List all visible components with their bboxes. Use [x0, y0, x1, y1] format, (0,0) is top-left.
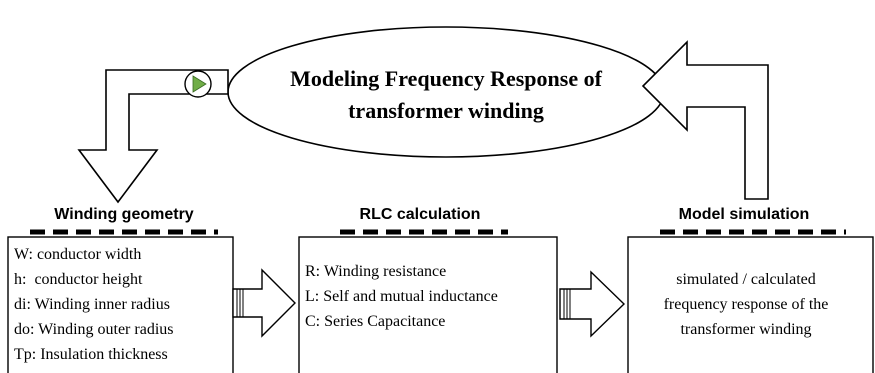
simulation-heading: Model simulation	[679, 206, 810, 223]
arrow-rlc-to-simulation	[559, 270, 626, 338]
title-node: Modeling Frequency Response of transform…	[227, 26, 665, 158]
simulation-line-3: transformer winding	[680, 321, 811, 338]
title-ellipse	[227, 26, 665, 158]
title-line-1: Modeling Frequency Response of	[290, 66, 603, 91]
rlc-line-1: R: Winding resistance	[305, 263, 446, 280]
rlc-heading: RLC calculation	[360, 206, 481, 223]
rlc-line-3: C: Series Capacitance	[305, 313, 445, 330]
play-icon[interactable]	[184, 70, 212, 98]
geometry-box: W: conductor width h: conductor height d…	[7, 236, 234, 373]
geometry-line-5: Tp: Insulation thickness	[14, 346, 168, 363]
geometry-line-4: do: Winding outer radius	[14, 321, 173, 338]
geometry-heading: Winding geometry	[54, 206, 194, 223]
geometry-line-3: di: Winding inner radius	[14, 296, 170, 313]
left-bent-arrow	[77, 69, 229, 204]
simulation-box: simulated / calculated frequency respons…	[627, 236, 874, 373]
geometry-line-1: W: conductor width	[14, 246, 141, 263]
simulation-line-1: simulated / calculated	[676, 271, 816, 288]
arrow-geometry-to-rlc	[232, 268, 296, 338]
title-line-2: transformer winding	[348, 98, 544, 123]
right-bent-arrow	[641, 40, 769, 200]
rlc-line-2: L: Self and mutual inductance	[305, 288, 498, 305]
simulation-line-2: frequency response of the	[664, 296, 829, 313]
geometry-line-2: h: conductor height	[14, 271, 143, 288]
rlc-box: R: Winding resistance L: Self and mutual…	[298, 236, 558, 373]
